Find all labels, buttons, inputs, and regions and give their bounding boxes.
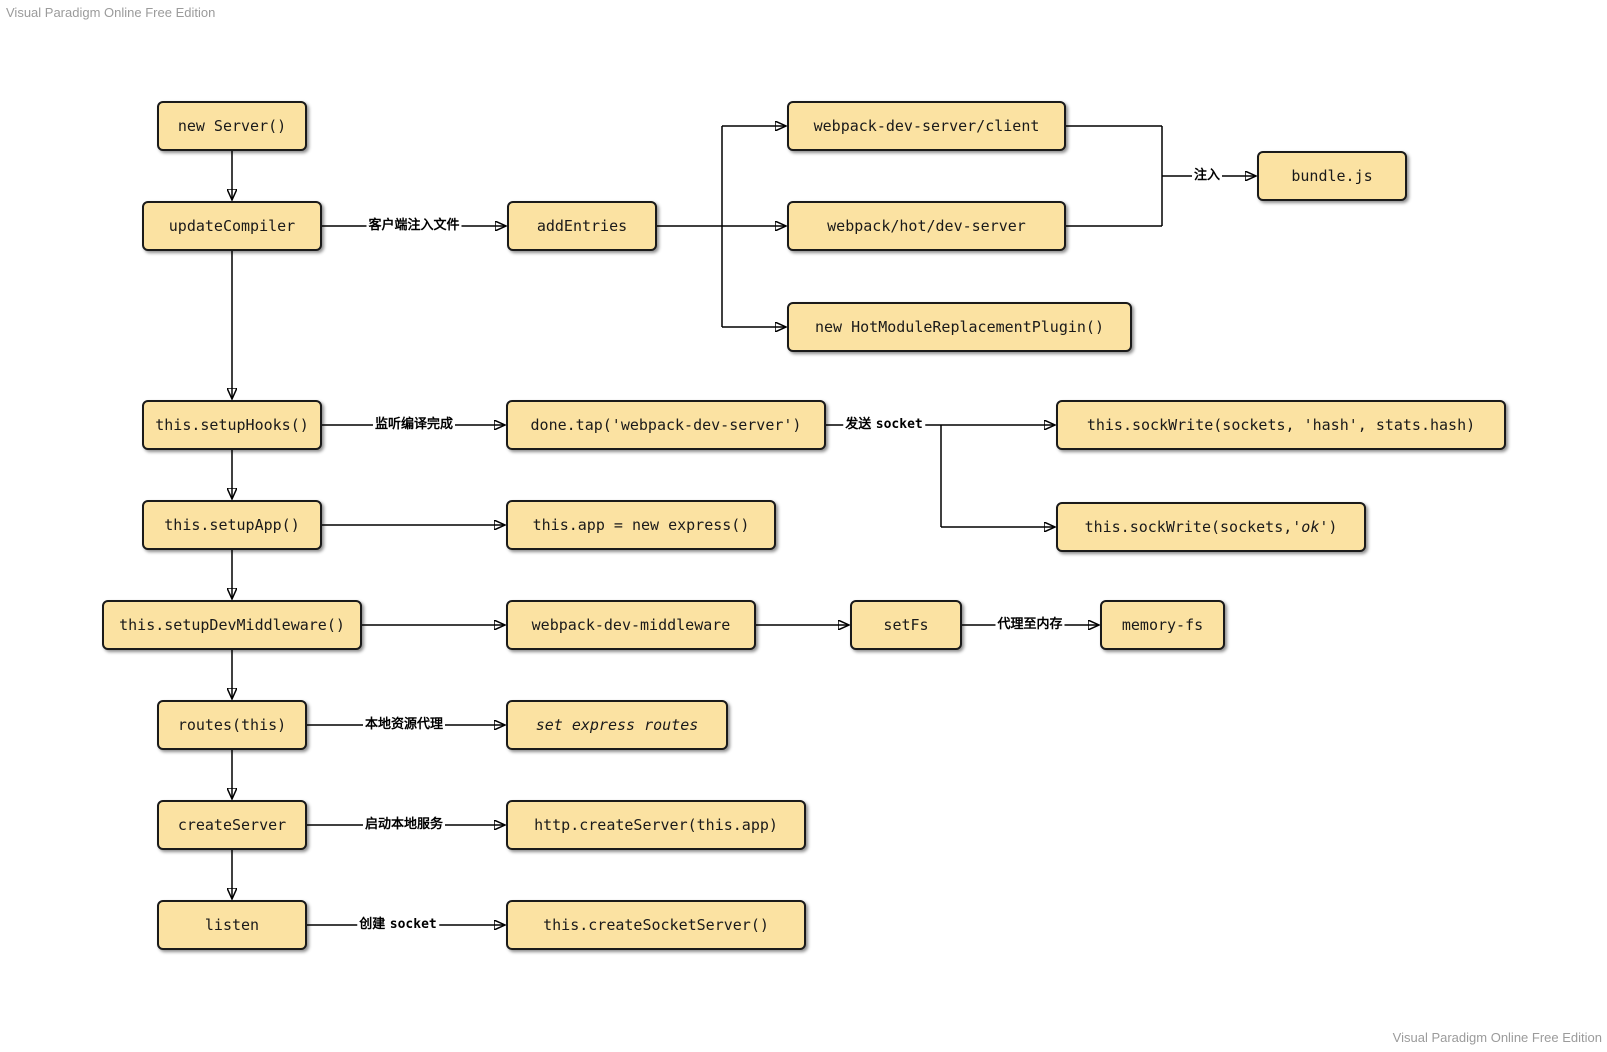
node-label: done.tap('webpack-dev-server') [530,416,802,434]
node-label-post: ) [1328,518,1338,536]
node-label: bundle.js [1291,167,1373,185]
node-label: updateCompiler [168,217,296,235]
node-label: this.setupHooks() [155,416,309,434]
node-label: routes(this) [177,716,287,734]
node-label: set express routes [535,716,699,734]
edge-label-inject: 注入 [1191,167,1223,184]
node-label: createServer [177,816,287,834]
node-memory-fs: memory-fs [1100,600,1225,650]
node-label-italic: 'ok' [1292,518,1329,536]
node-label: webpack-dev-middleware [531,616,731,634]
edge-label-local-resource-proxy: 本地资源代理 [362,716,446,733]
watermark-bottom-right: Visual Paradigm Online Free Edition [1392,1030,1602,1045]
node-setup-app: this.setupApp() [142,500,322,550]
node-label: webpack-dev-server/client [813,117,1040,135]
node-set-fs: setFs [850,600,962,650]
node-create-socket-server: this.createSocketServer() [506,900,806,950]
node-label-pre: this.sockWrite(sockets, [1084,518,1293,536]
node-new-server: new Server() [157,101,307,151]
node-label: setFs [883,616,929,634]
edge-label-client-inject: 客户端注入文件 [366,217,462,234]
node-setup-hooks: this.setupHooks() [142,400,322,450]
node-add-entries: addEntries [507,201,657,251]
node-label: this.setupDevMiddleware() [119,616,345,634]
node-sockwrite-ok: this.sockWrite(sockets, 'ok') [1056,502,1366,552]
edge-label-listen-compile-done: 监听编译完成 [372,416,456,433]
node-label: listen [204,916,260,934]
edge-label-start-local-service: 启动本地服务 [362,816,446,833]
node-routes: routes(this) [157,700,307,750]
node-label: this.app = new express() [532,516,750,534]
node-label: this.createSocketServer() [543,916,769,934]
node-create-server: createServer [157,800,307,850]
node-listen: listen [157,900,307,950]
node-setup-dev-middleware: this.setupDevMiddleware() [102,600,362,650]
node-webpack-hot-dev-server: webpack/hot/dev-server [787,201,1066,251]
edge-label-text: 创建 [359,916,390,932]
node-bundle-js: bundle.js [1257,151,1407,201]
node-update-compiler: updateCompiler [142,201,322,251]
edge-label-send-socket: 发送 socket [843,416,925,433]
watermark-top-left: Visual Paradigm Online Free Edition [6,5,216,20]
node-label: addEntries [536,217,628,235]
node-hmr-plugin: new HotModuleReplacementPlugin() [787,302,1132,352]
node-label: new Server() [177,117,287,135]
edge-label-text: 发送 [845,416,876,432]
node-set-express-routes: set express routes [506,700,728,750]
node-new-express: this.app = new express() [506,500,776,550]
node-webpack-dev-middleware: webpack-dev-middleware [506,600,756,650]
edge-label-create-socket: 创建 socket [357,916,439,933]
node-label: memory-fs [1121,616,1204,634]
node-label: webpack/hot/dev-server [827,217,1026,235]
node-label: http.createServer(this.app) [534,816,778,834]
node-done-tap: done.tap('webpack-dev-server') [506,400,826,450]
edge-label-code: socket [875,416,923,432]
node-label: this.sockWrite(sockets, 'hash', stats.ha… [1086,416,1476,434]
node-http-create-server: http.createServer(this.app) [506,800,806,850]
node-label: this.setupApp() [164,516,300,534]
edge-label-code: socket [389,916,437,932]
node-label: new HotModuleReplacementPlugin() [815,318,1104,336]
node-sockwrite-hash: this.sockWrite(sockets, 'hash', stats.ha… [1056,400,1506,450]
node-webpack-dev-server-client: webpack-dev-server/client [787,101,1066,151]
edge-label-proxy-to-memory: 代理至内存 [995,616,1065,633]
